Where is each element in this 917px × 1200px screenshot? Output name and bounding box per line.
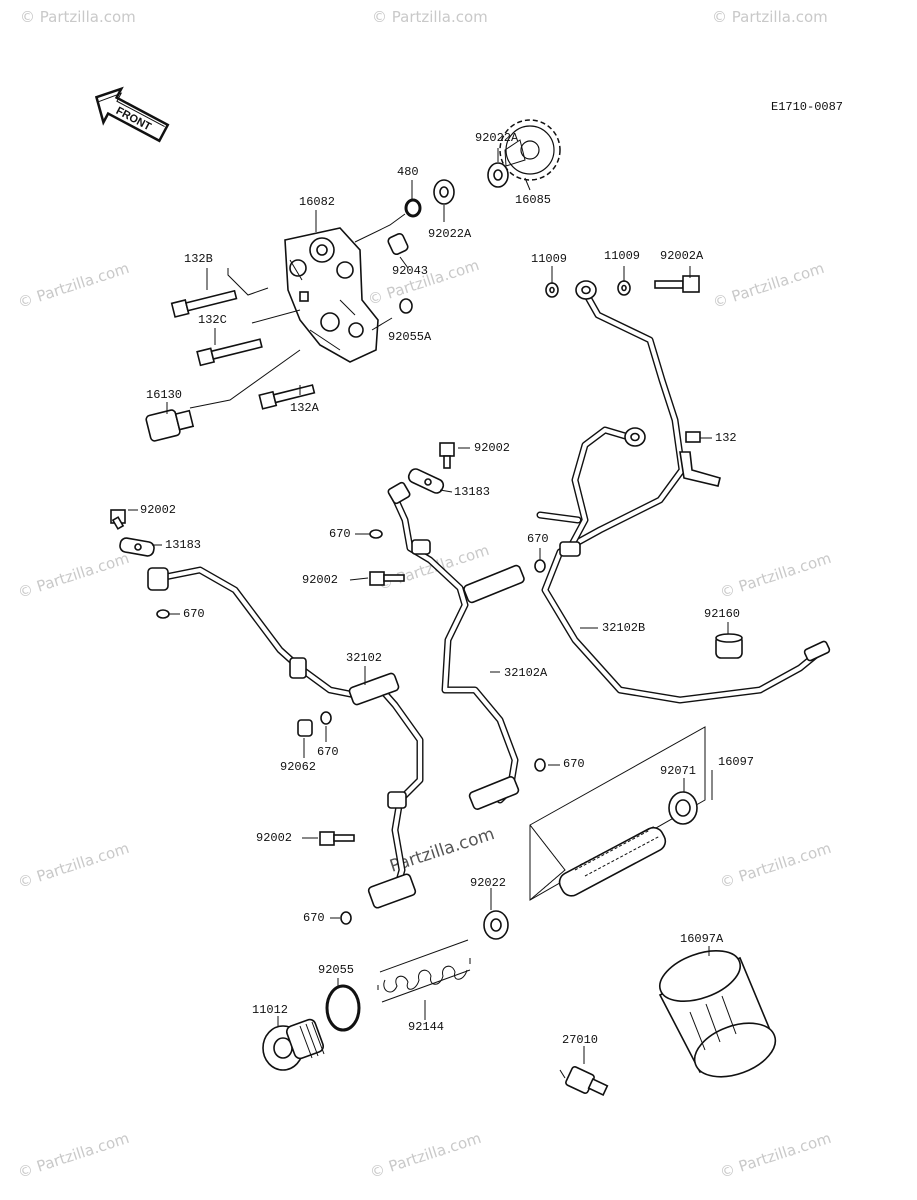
label-92002-lower: 92002 bbox=[256, 831, 293, 845]
dowel-92062 bbox=[297, 719, 313, 737]
label-32102: 32102 bbox=[346, 651, 383, 665]
label-480: 480 bbox=[397, 165, 419, 179]
oil-strainer-16097 bbox=[529, 726, 706, 901]
plug-11012 bbox=[262, 1018, 325, 1071]
oring-670-bottom bbox=[340, 911, 352, 925]
front-arrow: FRONT bbox=[94, 86, 170, 143]
label-92002A: 92002A bbox=[660, 249, 704, 263]
label-92160: 92160 bbox=[704, 607, 741, 621]
oring-670-mid bbox=[369, 529, 383, 539]
label-92071: 92071 bbox=[660, 764, 697, 778]
pipe-32102B bbox=[541, 280, 831, 704]
circlip-480 bbox=[404, 198, 422, 218]
label-16130: 16130 bbox=[146, 388, 183, 402]
diagram-code: E1710-0087 bbox=[771, 100, 843, 114]
label-11009-right: 11009 bbox=[604, 249, 641, 263]
watermark: © Partzilla.com bbox=[711, 259, 827, 312]
label-92002-mid: 92002 bbox=[474, 441, 511, 455]
bolt-92002-left bbox=[110, 509, 126, 530]
fitting-16130 bbox=[145, 409, 195, 442]
label-92062: 92062 bbox=[280, 760, 317, 774]
pipe-branch-upper-right bbox=[536, 426, 646, 557]
label-11009-left: 11009 bbox=[531, 252, 568, 266]
label-132C: 132C bbox=[198, 313, 227, 327]
bolt-132C bbox=[196, 338, 263, 367]
watermark: © Partzilla.com bbox=[712, 8, 828, 26]
watermark: © Partzilla.com bbox=[718, 839, 834, 892]
watermark: © Partzilla.com bbox=[16, 259, 132, 312]
label-27010: 27010 bbox=[562, 1033, 599, 1047]
oring-92055A bbox=[399, 298, 413, 314]
label-32102A: 32102A bbox=[504, 666, 548, 680]
pipe-32102 bbox=[147, 566, 424, 909]
plate-13183-left bbox=[119, 537, 155, 557]
label-132: 132 bbox=[715, 431, 737, 445]
label-670-small: 670 bbox=[317, 745, 339, 759]
spring-92144 bbox=[377, 939, 471, 1003]
watermark: © Partzilla.com bbox=[718, 549, 834, 602]
label-13183-left: 13183 bbox=[165, 538, 202, 552]
label-16082: 16082 bbox=[299, 195, 336, 209]
label-92144: 92144 bbox=[408, 1020, 445, 1034]
label-92055: 92055 bbox=[318, 963, 355, 977]
label-92022: 92022 bbox=[470, 876, 507, 890]
label-670-bottom: 670 bbox=[303, 911, 325, 925]
bolt-92002-lower bbox=[319, 831, 355, 846]
label-132B: 132B bbox=[184, 252, 213, 266]
label-670-lower: 670 bbox=[563, 757, 585, 771]
pipe-32102A bbox=[387, 481, 525, 810]
label-16097: 16097 bbox=[718, 755, 755, 769]
oring-92055 bbox=[325, 984, 361, 1032]
bolt-92002A bbox=[654, 275, 700, 293]
collar-92160 bbox=[715, 633, 743, 659]
switch-27010 bbox=[559, 1066, 609, 1096]
watermark: © Partzilla.com bbox=[718, 1129, 834, 1182]
label-11012: 11012 bbox=[252, 1003, 289, 1017]
oring-670-lower bbox=[534, 758, 546, 772]
oring-670-left bbox=[156, 609, 170, 619]
oil-filter-16097A bbox=[658, 950, 777, 1078]
bolt-92002-mid bbox=[439, 442, 455, 469]
bracket-132 bbox=[679, 431, 721, 487]
leader-lines bbox=[128, 148, 729, 1064]
pin-92043 bbox=[387, 232, 409, 256]
bolt-92002-center bbox=[369, 571, 405, 586]
label-16097A: 16097A bbox=[680, 932, 724, 946]
label-92043: 92043 bbox=[392, 264, 429, 278]
watermark: © Partzilla.com bbox=[372, 8, 488, 26]
label-670-left: 670 bbox=[183, 607, 205, 621]
oring-670-small bbox=[320, 711, 332, 725]
label-132A: 132A bbox=[290, 401, 319, 415]
label-670-mid: 670 bbox=[329, 527, 351, 541]
label-13183-mid: 13183 bbox=[454, 485, 491, 499]
label-670-right: 670 bbox=[527, 532, 549, 546]
watermark: © Partzilla.com bbox=[16, 839, 132, 892]
watermark: © Partzilla.com bbox=[16, 549, 132, 602]
oil-pump-16082 bbox=[284, 227, 379, 363]
pump-sprocket-16085 bbox=[499, 119, 561, 181]
watermark: © Partzilla.com bbox=[368, 1129, 484, 1182]
watermark: © Partzilla.com bbox=[16, 1129, 132, 1182]
oring-670-right bbox=[534, 559, 546, 573]
bolt-132A bbox=[258, 384, 316, 410]
watermark: © Partzilla.com bbox=[20, 8, 136, 26]
label-92055A: 92055A bbox=[388, 330, 432, 344]
label-92022A-top: 92022A bbox=[475, 131, 519, 145]
label-92002-left: 92002 bbox=[140, 503, 177, 517]
bolt-132B bbox=[170, 289, 238, 318]
label-92002-center: 92002 bbox=[302, 573, 339, 587]
label-32102B: 32102B bbox=[602, 621, 646, 635]
label-92022A-bottom: 92022A bbox=[428, 227, 472, 241]
label-16085: 16085 bbox=[515, 193, 552, 207]
plate-13183-mid bbox=[407, 468, 445, 494]
